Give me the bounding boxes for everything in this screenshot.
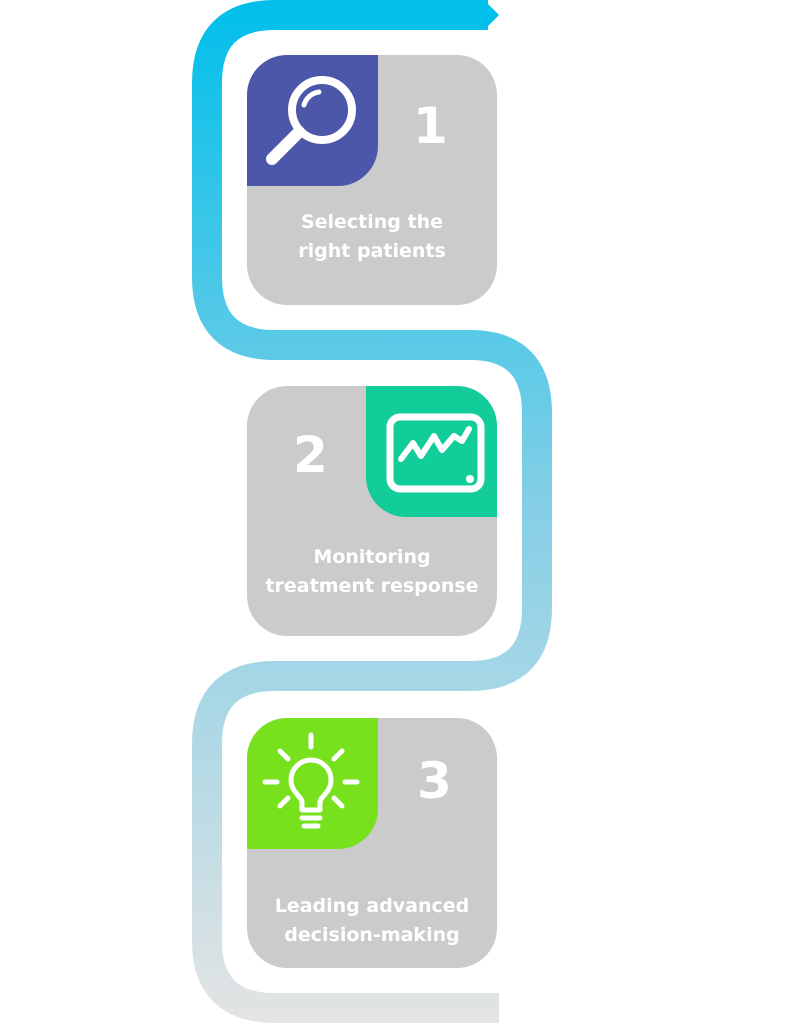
step-label-3-line-1: Leading advanced [274,895,470,917]
step-label-2: Monitoring treatment response [247,543,497,601]
step-number-1: 1 [413,97,448,155]
step-number-3: 3 [417,752,452,810]
icon-tile-2 [366,386,497,517]
step-number-2: 2 [293,426,328,484]
step-card-1: 1 Selecting the right patients [247,55,497,305]
step-label-1-line-2: right patients [298,240,446,262]
step-card-2: 2 Monitoring treatment response [247,386,497,636]
step-label-3-line-2: decision-making [284,924,460,946]
monitor-icon [386,413,485,493]
step-label-1: Selecting the right patients [247,208,497,266]
path-line [192,0,552,1023]
icon-tile-1 [247,55,378,186]
magnifier-icon [266,76,356,165]
step-label-2-line-1: Monitoring [313,546,431,568]
lightbulb-icon [262,732,360,829]
step-label-3: Leading advanced decision-making [247,892,497,950]
step-label-2-line-2: treatment response [265,575,479,597]
path-arrow-tip [484,0,499,30]
step-label-1-line-1: Selecting the [300,211,444,233]
step-card-3: 3 Leading advanced decision-making [247,718,497,968]
icon-tile-3 [247,718,378,849]
